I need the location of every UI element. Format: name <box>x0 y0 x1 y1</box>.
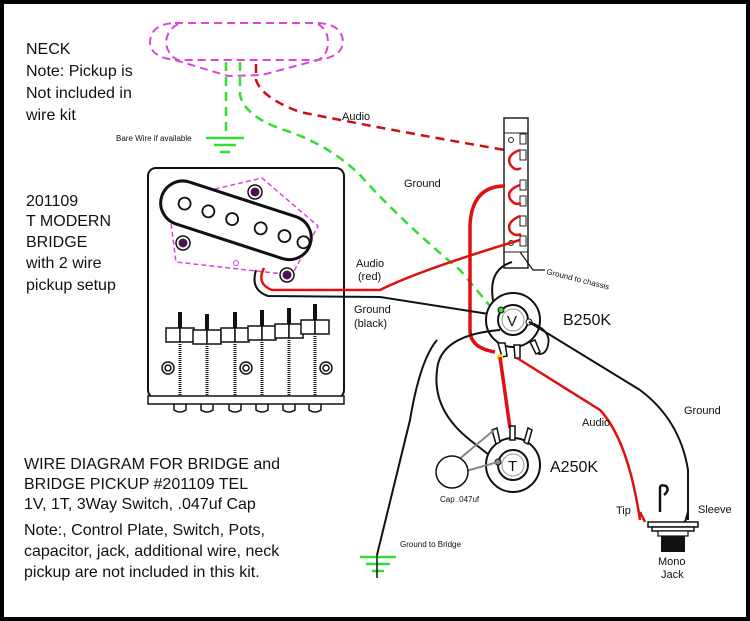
neck-audio-label: Audio <box>342 111 370 123</box>
title-line: 1V, 1T, 3Way Switch, .047uf Cap <box>24 496 256 513</box>
volume-symbol: V <box>507 313 517 330</box>
bare-wire-label: Bare Wire if available <box>116 134 192 143</box>
neck-note: NECK Note: Pickup is Not included in wir… <box>25 41 133 124</box>
jack-audio-wire <box>516 356 642 521</box>
bridge-plate <box>147 167 345 413</box>
neck-pickup <box>148 22 345 78</box>
three-way-switch <box>503 117 529 269</box>
bridge-ground-symbol <box>360 555 396 573</box>
note-line: pickup are not included in this kit. <box>24 564 260 581</box>
tone-ground-wire <box>435 329 501 463</box>
neck-note-line: Note: Pickup is <box>26 63 133 80</box>
tone-symbol: T <box>508 458 517 475</box>
jack-ground-label: Ground <box>684 405 721 417</box>
jack-label: Mono <box>658 556 686 568</box>
bridge-ground-label: (black) <box>354 318 387 330</box>
neck-ground-wire <box>238 62 496 313</box>
title-line: WIRE DIAGRAM FOR BRIDGE and <box>24 456 280 473</box>
mono-jack <box>638 484 699 552</box>
cap-label: Cap .047uf <box>440 495 480 504</box>
note-line: capacitor, jack, additional wire, neck <box>24 543 280 560</box>
tone-pot-label: A250K <box>550 459 598 476</box>
bridge-note-line: with 2 wire <box>25 255 102 272</box>
volume-pot: V <box>485 292 541 359</box>
title-line: BRIDGE PICKUP #201109 TEL <box>24 476 248 493</box>
bridge-note: 201109 T MODERN BRIDGE with 2 wire picku… <box>25 193 116 294</box>
bridge-audio-wire <box>260 238 521 292</box>
ground-to-chassis-label: Ground to chassis <box>546 267 611 291</box>
vol-to-tone-wire <box>498 356 512 429</box>
chassis-ground-leader <box>519 251 545 271</box>
switch-output-wire <box>468 184 506 354</box>
neck-note-line: Not included in <box>26 85 132 102</box>
bridge-ground-return <box>376 339 438 556</box>
ground-to-bridge-label: Ground to Bridge <box>400 540 461 549</box>
neck-wires <box>224 62 506 313</box>
jack-ground-wire <box>528 321 689 520</box>
bridge-ground-wire <box>253 269 496 316</box>
tip-label: Tip <box>616 505 631 517</box>
bridge-note-line: pickup setup <box>26 277 116 294</box>
sleeve-label: Sleeve <box>698 504 732 516</box>
ground-symbol <box>206 136 244 154</box>
tone-pot: T <box>485 425 541 493</box>
bridge-audio-label: Audio <box>356 258 384 270</box>
neck-ground-label: Ground <box>404 178 441 190</box>
note-line: Note:, Control Plate, Switch, Pots, <box>24 522 265 539</box>
bridge-note-line: 201109 <box>26 193 78 210</box>
jack-audio-label: Audio <box>582 417 610 429</box>
bridge-ground-label: Ground <box>354 304 391 316</box>
volume-pot-label: B250K <box>563 312 611 329</box>
bridge-audio-label: (red) <box>358 271 381 283</box>
pot-jumper <box>528 321 550 355</box>
neck-note-line: NECK <box>26 41 71 58</box>
chassis-ground-wire <box>491 261 513 306</box>
bridge-note-line: BRIDGE <box>26 234 87 251</box>
bridge-note-line: T MODERN <box>26 213 111 230</box>
neck-audio-wire <box>254 64 506 152</box>
neck-note-line: wire kit <box>25 107 76 124</box>
jack-label: Jack <box>661 569 684 581</box>
title-block: WIRE DIAGRAM FOR BRIDGE and BRIDGE PICKU… <box>24 456 280 581</box>
capacitor <box>435 429 499 489</box>
